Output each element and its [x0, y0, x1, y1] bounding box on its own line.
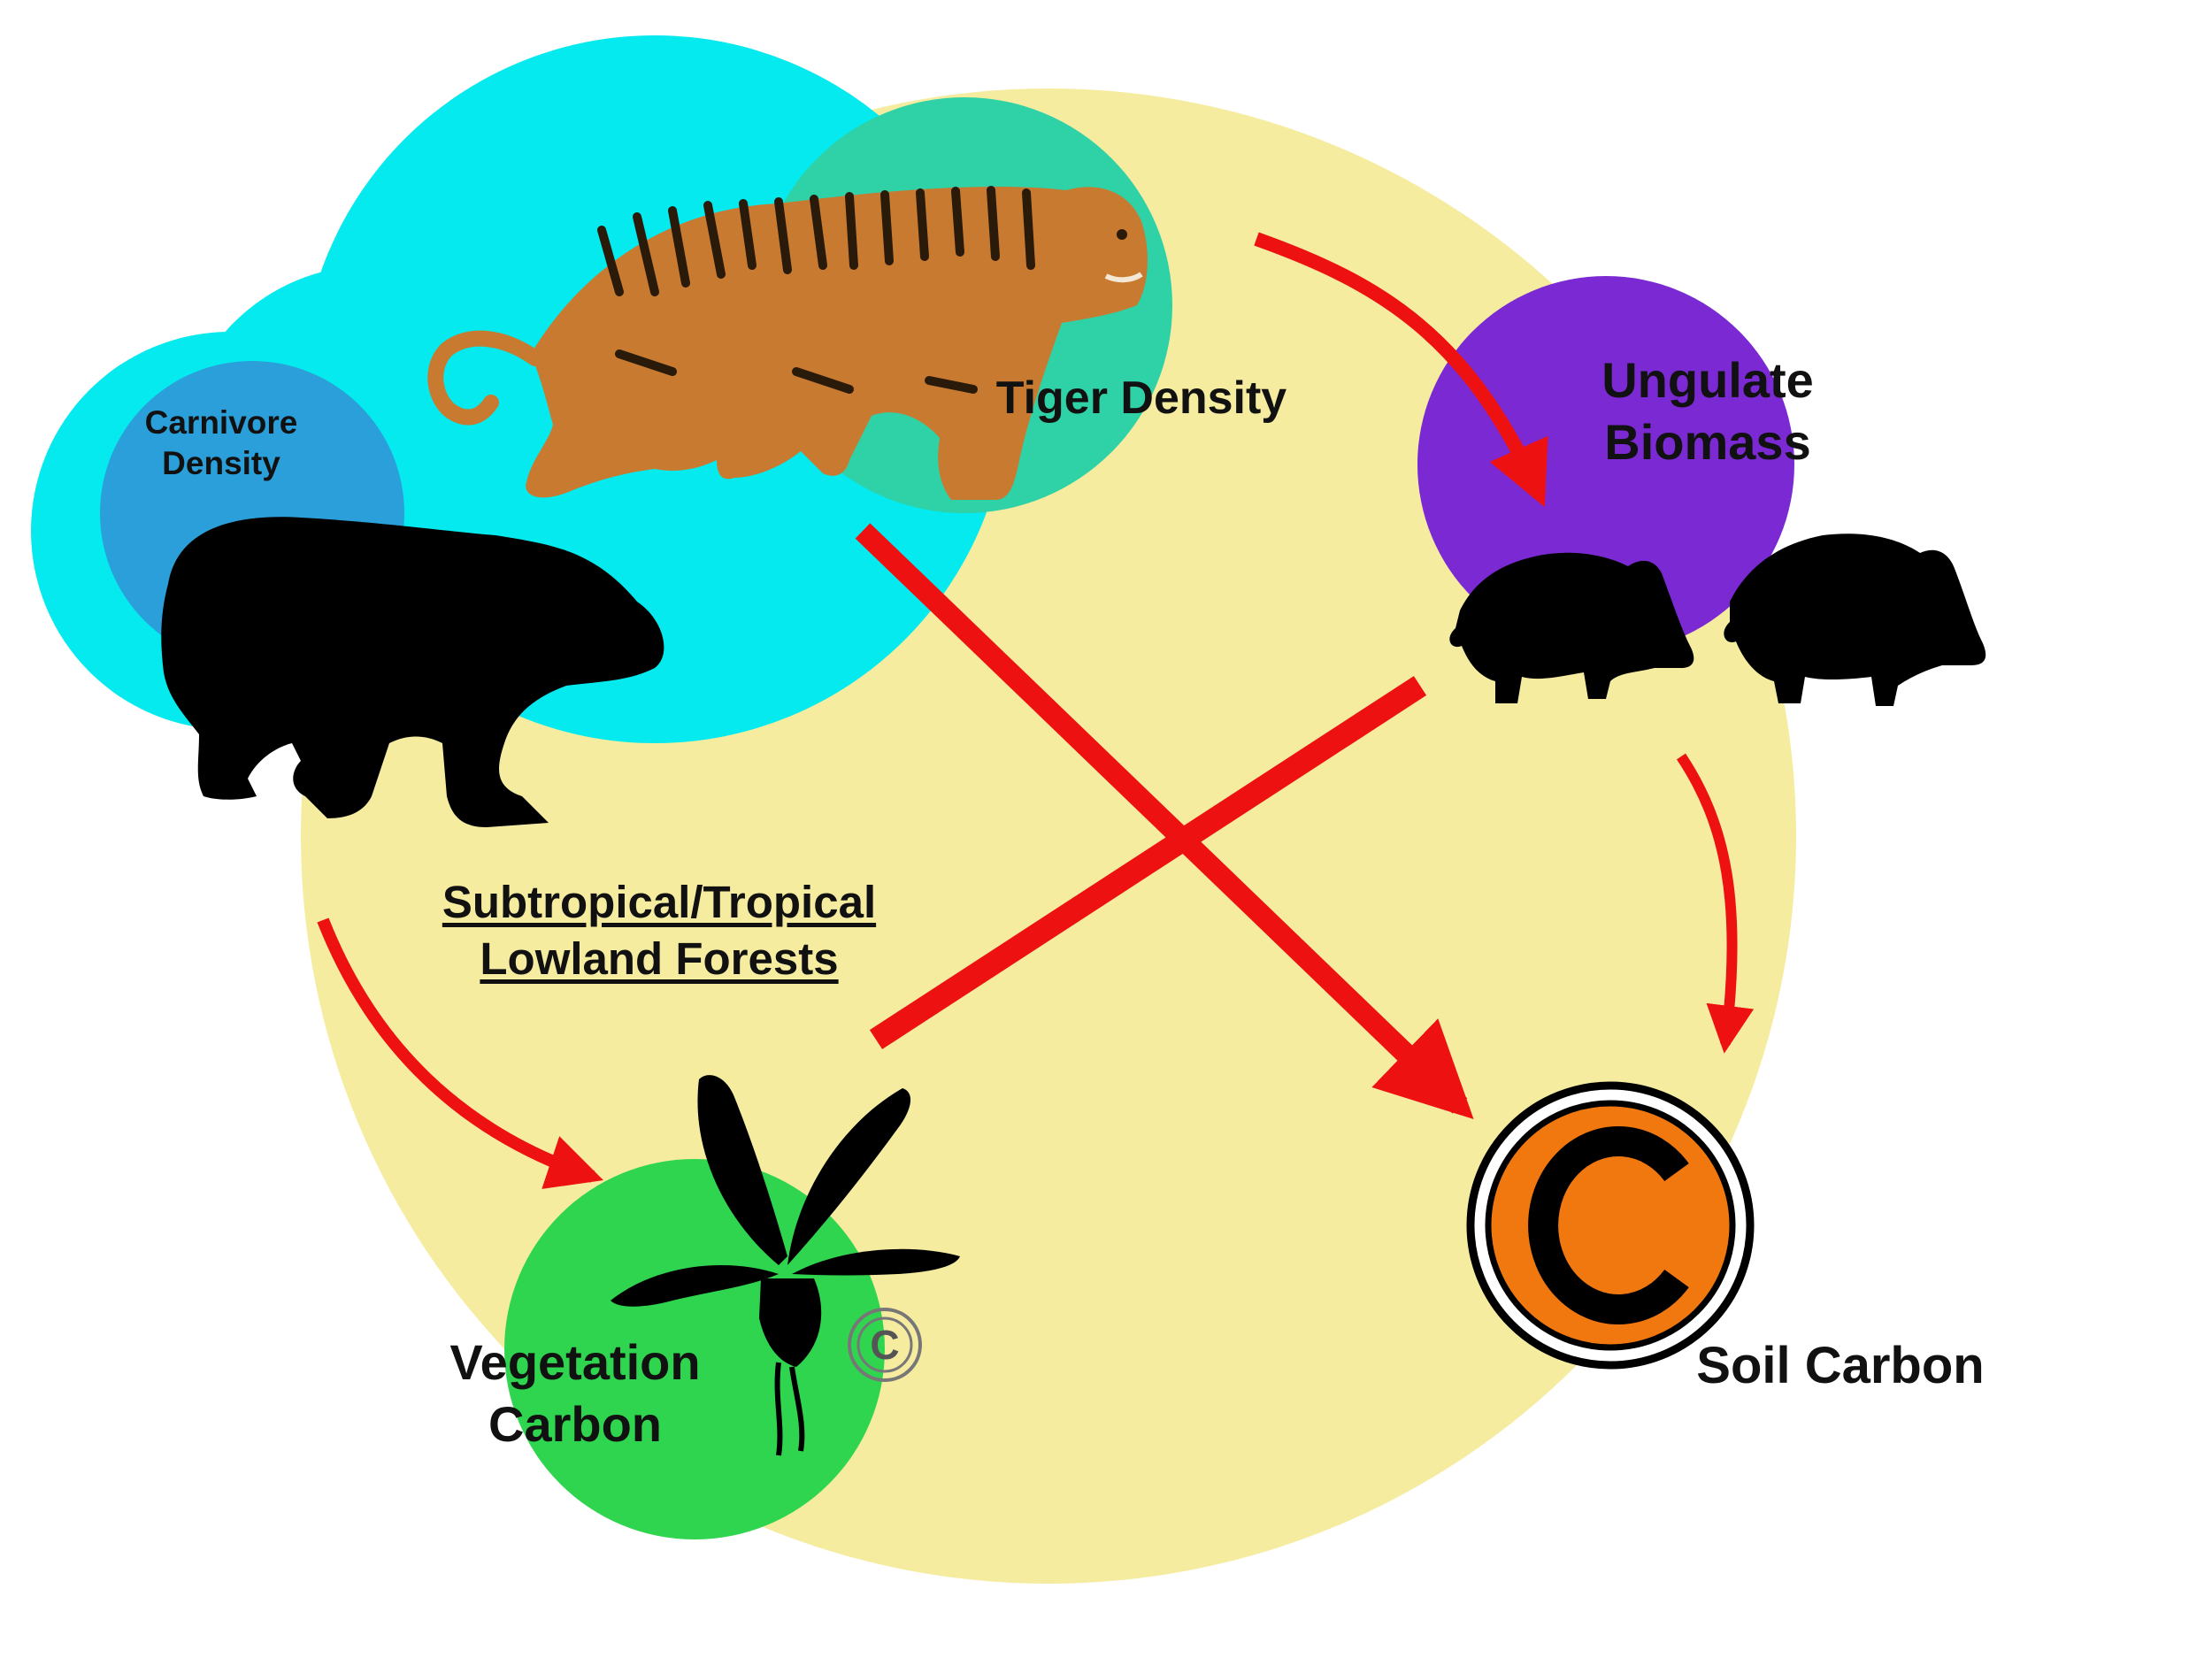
carbon-c-icon: [1466, 1081, 1755, 1370]
bear-silhouette-icon: [161, 517, 664, 827]
forest-type-label: Subtropical/Tropical Lowland Forests: [442, 877, 877, 984]
arrow-ungulate-to-soil: [1677, 753, 1755, 1054]
vegetation-carbon-label: Vegetation Carbon: [449, 1334, 701, 1452]
ungulate-biomass-circle: [1417, 276, 1794, 653]
soil-carbon-label: Soil Carbon: [1696, 1337, 1985, 1394]
arrow-tiger-to-ungulate: [1254, 232, 1548, 508]
tiger-density-label: Tiger Density: [995, 372, 1287, 424]
arrow-carnivore-to-vegetation: [317, 917, 603, 1189]
plant-silhouette-icon: [611, 1075, 960, 1456]
arrow-ungulate-to-vegetation: [869, 676, 1427, 1049]
svg-text:C: C: [870, 1322, 899, 1368]
tiger-icon: [427, 186, 1148, 500]
arrow-tiger-to-soil: [855, 523, 1474, 1119]
boar-silhouette-icon: [1724, 533, 1986, 706]
arrows: [317, 232, 1755, 1189]
boar-silhouette-icon: [1449, 552, 1694, 703]
carnivore-density-label: Carnivore Density: [144, 404, 298, 482]
ungulate-biomass-label: Ungulate Biomass: [1601, 352, 1814, 470]
carbon-c-icon: C: [848, 1308, 922, 1382]
